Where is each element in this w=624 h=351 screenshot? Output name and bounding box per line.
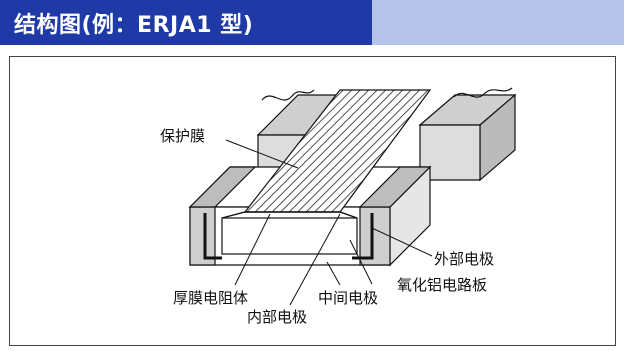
leader-middle-electrode bbox=[326, 261, 341, 286]
inner-electrode-trace-left bbox=[203, 213, 222, 260]
label-thick-film-resistor: 厚膜电阻体 bbox=[173, 289, 248, 307]
header-bar: 结构图(例：ERJA1 型) bbox=[0, 0, 624, 45]
leader-alumina bbox=[349, 239, 373, 285]
label-protective-film: 保护膜 bbox=[160, 127, 205, 145]
left-end-electrode bbox=[189, 206, 216, 266]
leader-protective-film bbox=[225, 139, 299, 169]
rear-right-electrode-front bbox=[419, 124, 481, 181]
label-middle-electrode: 中间电极 bbox=[318, 289, 378, 307]
leader-outer-electrode bbox=[371, 227, 433, 257]
right-end-electrode-top bbox=[358, 166, 432, 208]
right-end-electrode bbox=[359, 206, 391, 266]
label-alumina-substrate: 氧化铝电路板 bbox=[397, 276, 487, 294]
resistor-body bbox=[221, 217, 358, 255]
diagram-frame bbox=[9, 56, 616, 346]
leader-thick-film bbox=[234, 213, 271, 286]
label-inner-electrode: 内部电极 bbox=[247, 308, 307, 326]
break-line-left bbox=[261, 89, 315, 101]
page-title: 结构图(例：ERJA1 型) bbox=[0, 0, 372, 45]
resistor-top-layer bbox=[221, 211, 358, 219]
left-end-electrode-top bbox=[188, 166, 257, 208]
leader-inner-electrode bbox=[289, 213, 341, 306]
break-line-right bbox=[453, 87, 513, 98]
label-outer-electrode: 外部电极 bbox=[434, 250, 494, 268]
